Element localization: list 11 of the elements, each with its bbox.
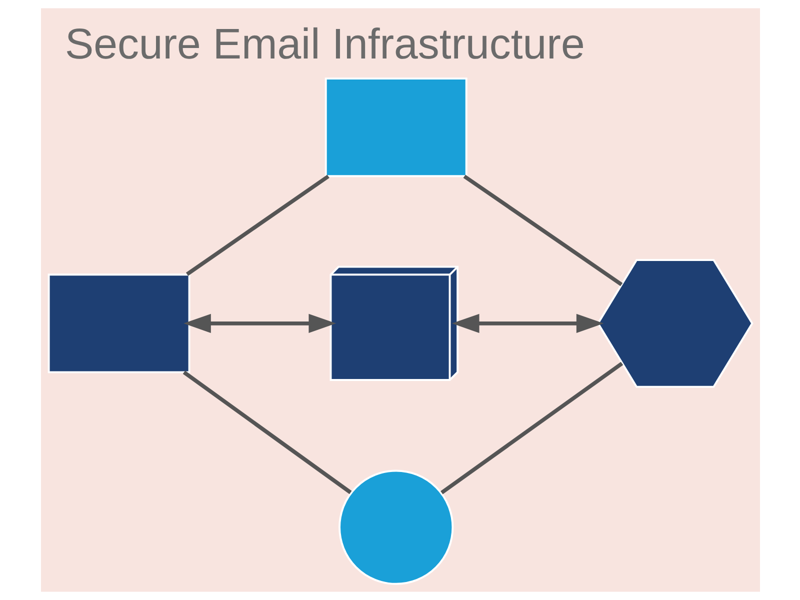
diagram-title: Secure Email Infrastructure (64, 20, 584, 68)
node-envelope (47, 274, 190, 374)
arrow (451, 314, 604, 333)
connector (185, 174, 329, 276)
connector (440, 362, 623, 494)
node-circle (338, 470, 454, 585)
node-envelope (324, 78, 467, 178)
node-hexagon (596, 259, 753, 388)
connector (462, 174, 622, 286)
arrow (183, 314, 336, 333)
connector (182, 370, 352, 494)
